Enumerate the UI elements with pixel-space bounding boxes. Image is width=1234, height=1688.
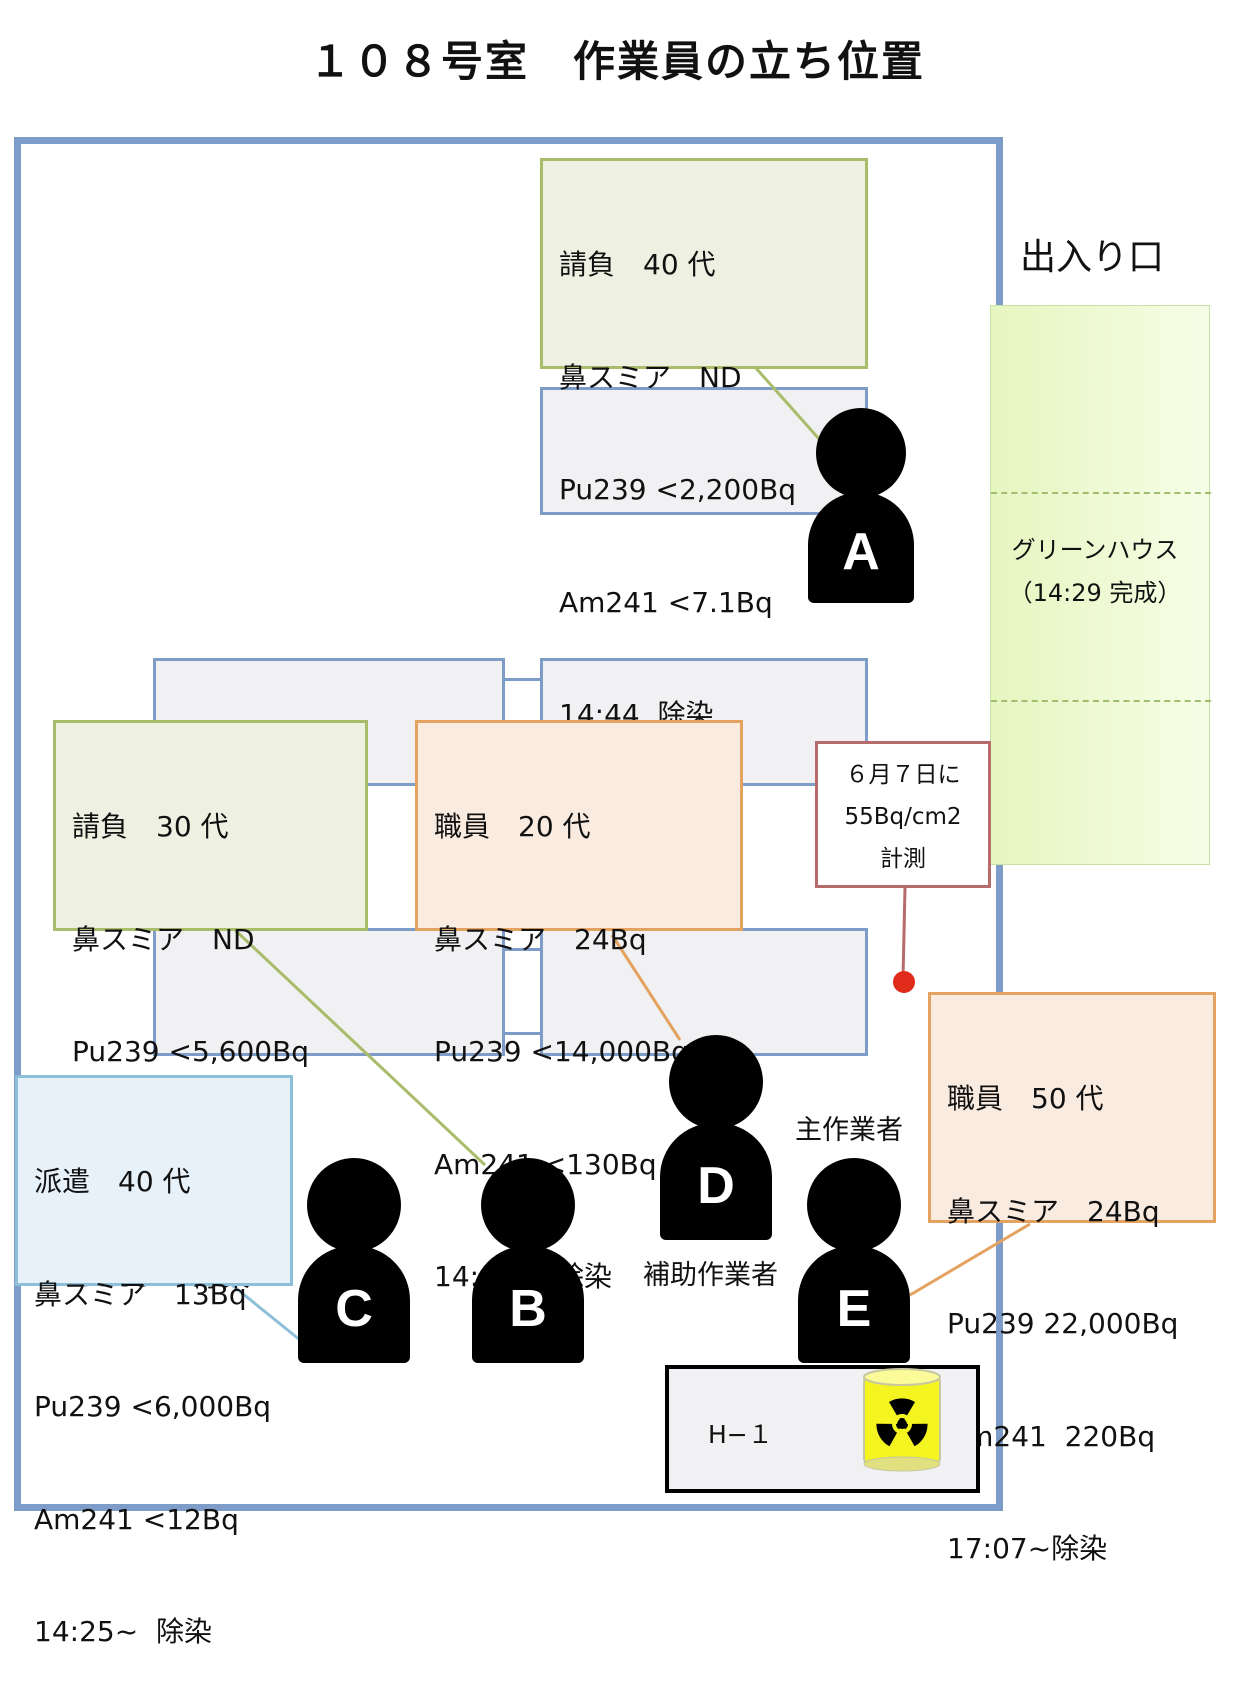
- entrance-label: 出入り口: [1020, 237, 1165, 278]
- worker-c-figure: C: [298, 1158, 410, 1363]
- worker-c-type-age: 派遣 40 代: [34, 1165, 191, 1198]
- measurement-note: 計測: [880, 846, 926, 872]
- person-head-icon: [307, 1158, 401, 1252]
- assistant-worker-label: 補助作業者: [643, 1260, 778, 1291]
- table-connector: [505, 1032, 540, 1035]
- worker-d-figure: D: [660, 1035, 772, 1240]
- worker-b-figure: B: [472, 1158, 584, 1363]
- contamination-measurement-box: ６月７日に 55Bq/cm2 計測: [815, 741, 991, 888]
- table-connector: [505, 678, 540, 681]
- main-worker-label: 主作業者: [795, 1115, 903, 1146]
- worker-e-am241: Am241 220Bq: [947, 1419, 1156, 1453]
- worker-b-nasal-smear: 鼻スミア ND: [72, 922, 255, 956]
- worker-a-info: 請負 40 代 鼻スミア ND Pu239 <2,200Bq Am241 <7.…: [540, 158, 868, 731]
- worker-b-marker: B: [472, 1246, 584, 1363]
- worker-a-am241: Am241 <7.1Bq: [559, 585, 773, 619]
- callout-lines: [231, 366, 1031, 1342]
- worker-d-nasal-smear: 鼻スミア 24Bq: [434, 922, 647, 956]
- worker-d-marker: D: [660, 1123, 772, 1240]
- callout-line-measurement: [901, 887, 907, 979]
- measurement-date: ６月７日に: [845, 762, 961, 788]
- worker-c-info: 派遣 40 代 鼻スミア 13Bq Pu239 <6,000Bq Am241 <…: [15, 1075, 293, 1648]
- person-head-icon: [481, 1158, 575, 1252]
- worker-a-marker: A: [808, 492, 914, 603]
- worker-a-figure: A: [808, 408, 914, 603]
- worker-a-nasal-smear: 鼻スミア ND: [559, 360, 742, 394]
- greenhouse-divider: [991, 700, 1211, 702]
- worker-b-info: 請負 30 代 鼻スミア ND Pu239 <5,600Bq Am241 <8.…: [53, 720, 368, 1293]
- table-low-left: [153, 928, 505, 1056]
- callout-line-b: [233, 928, 487, 1167]
- worker-a-type-age: 請負 40 代: [559, 248, 716, 281]
- greenhouse-completed-time: （14:29 完成）: [1008, 579, 1182, 607]
- table-top-right: [540, 387, 868, 515]
- worker-b-type-age: 請負 30 代: [72, 810, 229, 843]
- worker-d-pu239: Pu239 <14,000Bq: [434, 1035, 689, 1068]
- worker-e-decon-time: 17:07~除染: [947, 1532, 1108, 1565]
- page-title: １０８号室 作業員の立ち位置: [308, 37, 925, 86]
- greenhouse-label: グリーンハウス: [1011, 536, 1179, 564]
- worker-e-type-age: 職員 50 代: [947, 1082, 1104, 1115]
- worker-d-type-age: 職員 20 代: [434, 810, 591, 843]
- worker-e-info: 職員 50 代 鼻スミア 24Bq Pu239 22,000Bq Am241 2…: [928, 992, 1216, 1565]
- callout-line-c: [231, 1283, 301, 1342]
- worker-b-pu239: Pu239 <5,600Bq: [72, 1035, 310, 1068]
- table-connector: [505, 948, 540, 951]
- worker-e-marker: E: [798, 1246, 910, 1363]
- radiation-drum-icon: [863, 1368, 941, 1472]
- worker-c-pu239: Pu239 <6,000Bq: [34, 1390, 272, 1423]
- callout-line-a: [753, 366, 822, 441]
- callout-line-e: [909, 1222, 1031, 1297]
- measurement-point: [893, 971, 915, 993]
- worker-c-decon-time: 14:25~ 除染: [34, 1615, 212, 1648]
- worker-e-nasal-smear: 鼻スミア 24Bq: [947, 1194, 1160, 1228]
- worker-c-marker: C: [298, 1246, 410, 1363]
- worker-c-nasal-smear: 鼻スミア 13Bq: [34, 1277, 247, 1311]
- worker-e-pu239: Pu239 22,000Bq: [947, 1307, 1179, 1340]
- person-head-icon: [816, 408, 906, 498]
- h1-label: H−１: [708, 1420, 773, 1449]
- greenhouse: [990, 305, 1211, 865]
- measurement-value: 55Bq/cm2: [844, 804, 962, 830]
- person-head-icon: [669, 1035, 763, 1129]
- person-head-icon: [807, 1158, 901, 1252]
- worker-a-pu239: Pu239 <2,200Bq: [559, 473, 797, 506]
- worker-e-figure: E: [798, 1158, 910, 1363]
- worker-d-info: 職員 20 代 鼻スミア 24Bq Pu239 <14,000Bq Am241 …: [415, 720, 743, 1293]
- callout-line-d: [610, 934, 682, 1041]
- worker-c-am241: Am241 <12Bq: [34, 1502, 239, 1536]
- greenhouse-divider: [991, 492, 1211, 494]
